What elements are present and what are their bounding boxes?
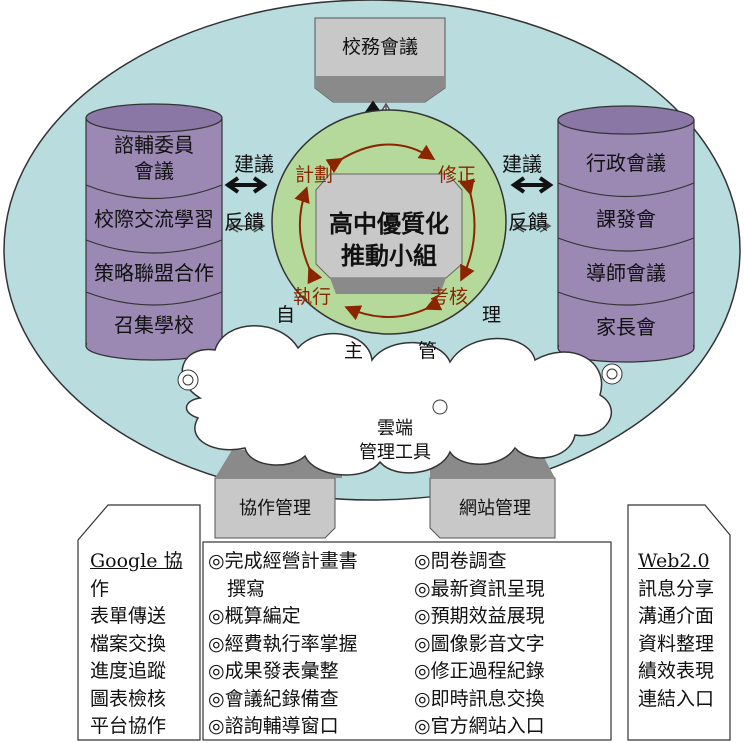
website-box-label: 網站管理: [459, 498, 531, 519]
middle-list-item: ◎預期效益展現: [414, 605, 545, 627]
center-title-line2: 推動小組: [341, 242, 437, 270]
cloud-puff-mid: [432, 399, 448, 415]
middle-list-item: ◎最新資訊呈現: [414, 577, 545, 600]
middle-list-item: ◎修正過程紀錄: [414, 660, 545, 682]
right-suggest-label: 建議: [502, 152, 542, 176]
middle-list-item: ◎即時訊息交換: [414, 687, 545, 710]
left-feedback-label: 反饋: [224, 210, 264, 234]
cloud-label-line1: 雲端: [377, 418, 413, 439]
left-suggest-arrow: [224, 176, 268, 194]
right-feedback-arrow: [512, 219, 552, 233]
center-title-line1: 高中優質化: [329, 210, 449, 238]
right-panel-line: 溝通介面: [638, 605, 715, 627]
right-stack-item-3: 家長會: [596, 315, 656, 339]
left-suggest-label: 建議: [234, 152, 274, 176]
cycle-plan-label: 計劃: [295, 164, 334, 186]
right-stack-item-2: 導師會議: [586, 261, 666, 285]
middle-list-item: ◎會議紀錄備查: [208, 687, 339, 710]
left-panel-frame: [77, 504, 201, 741]
left-cylinder: [85, 103, 223, 361]
left-panel-title-word: Google: [90, 550, 158, 572]
right-panel-line: 訊息分享: [638, 577, 715, 600]
right-stack-item-1: 課發會: [596, 207, 656, 231]
cycle-arrow-right: [459, 178, 476, 282]
left-panel-line: 平台協作: [90, 715, 167, 737]
left-panel-line: 圖表檢核: [90, 687, 167, 710]
right-suggest-arrow: [510, 176, 554, 194]
right-panel-line: 資料整理: [638, 632, 715, 655]
middle-list-col1: ◎完成經營計畫書 撰寫 ◎概算編定 ◎經費執行率掌握 ◎成果發表彙整 ◎會議紀錄…: [208, 548, 358, 741]
left-panel-text: Google 協 作 表單傳送 檔案交換 進度追蹤 圖表檢核 平台協作: [90, 548, 183, 741]
left-stack-item-0: 諮輔委員 會議: [114, 133, 194, 183]
top-box-shape: [314, 17, 446, 103]
left-panel-line: 檔案交換: [90, 632, 167, 655]
middle-list-item: ◎完成經營計畫書: [208, 550, 358, 572]
middle-list-item: 撰寫: [208, 577, 266, 600]
middle-list-item: ◎官方網站入口: [414, 715, 545, 737]
middle-list-item: ◎成果發表彙整: [208, 660, 339, 682]
middle-list-item: ◎圖像影音文字: [414, 632, 545, 655]
left-stack-item-1: 校際交流學習: [94, 207, 214, 231]
self-mgmt-char-2: 主: [344, 340, 364, 362]
middle-list-item: ◎諮詢輔導窗口: [208, 715, 339, 737]
middle-list-frame: [202, 541, 612, 741]
right-panel-line: 連結入口: [638, 687, 715, 710]
right-cylinder: [557, 105, 695, 363]
left-panel-line: 表單傳送: [90, 605, 167, 627]
cycle-arrow-left: [294, 186, 323, 285]
cycle-review-label: 考核: [430, 286, 469, 308]
cycle-arrow-top: [325, 143, 436, 174]
cloud-puff-left: [177, 369, 199, 391]
collab-box-label: 協作管理: [239, 498, 311, 519]
cycle-arrow-bottom: [344, 295, 443, 321]
left-feedback-arrow: [226, 219, 266, 233]
center-octagon: [315, 173, 463, 294]
left-panel-line: 進度追蹤: [90, 660, 167, 682]
top-box-label: 校務會議: [341, 36, 418, 58]
cycle-revise-label: 修正: [438, 164, 477, 186]
middle-list-col2: ◎問卷調查 ◎最新資訊呈現 ◎預期效益展現 ◎圖像影音文字 ◎修正過程紀錄 ◎即…: [414, 548, 545, 741]
cloud-shape: [181, 325, 613, 476]
middle-list-item: ◎問卷調查: [414, 550, 507, 572]
right-feedback-label: 反饋: [508, 210, 548, 234]
right-panel-line: 績效表現: [638, 660, 715, 682]
right-panel-title: Web2.0: [638, 550, 710, 572]
self-mgmt-char-1: 自: [276, 304, 296, 326]
self-mgmt-char-3: 管: [418, 340, 438, 362]
cloud-label-line2: 管理工具: [359, 442, 431, 463]
cycle-execute-label: 執行: [293, 286, 332, 308]
left-panel-title-suffix: 協: [157, 550, 183, 572]
middle-list-item: ◎經費執行率掌握: [208, 632, 358, 655]
right-panel-text: Web2.0 訊息分享 溝通介面 資料整理 績效表現 連結入口: [638, 548, 714, 713]
right-stack-item-0: 行政會議: [586, 151, 666, 175]
cloud-puff-right: [601, 363, 623, 385]
right-panel-frame: [627, 504, 731, 741]
left-panel-line: 作: [90, 577, 110, 600]
middle-list-item: ◎概算編定: [208, 605, 301, 627]
self-mgmt-char-4: 理: [482, 304, 502, 326]
left-stack-item-3: 召集學校: [114, 313, 194, 337]
left-stack-item-2: 策略聯盟合作: [94, 261, 214, 285]
